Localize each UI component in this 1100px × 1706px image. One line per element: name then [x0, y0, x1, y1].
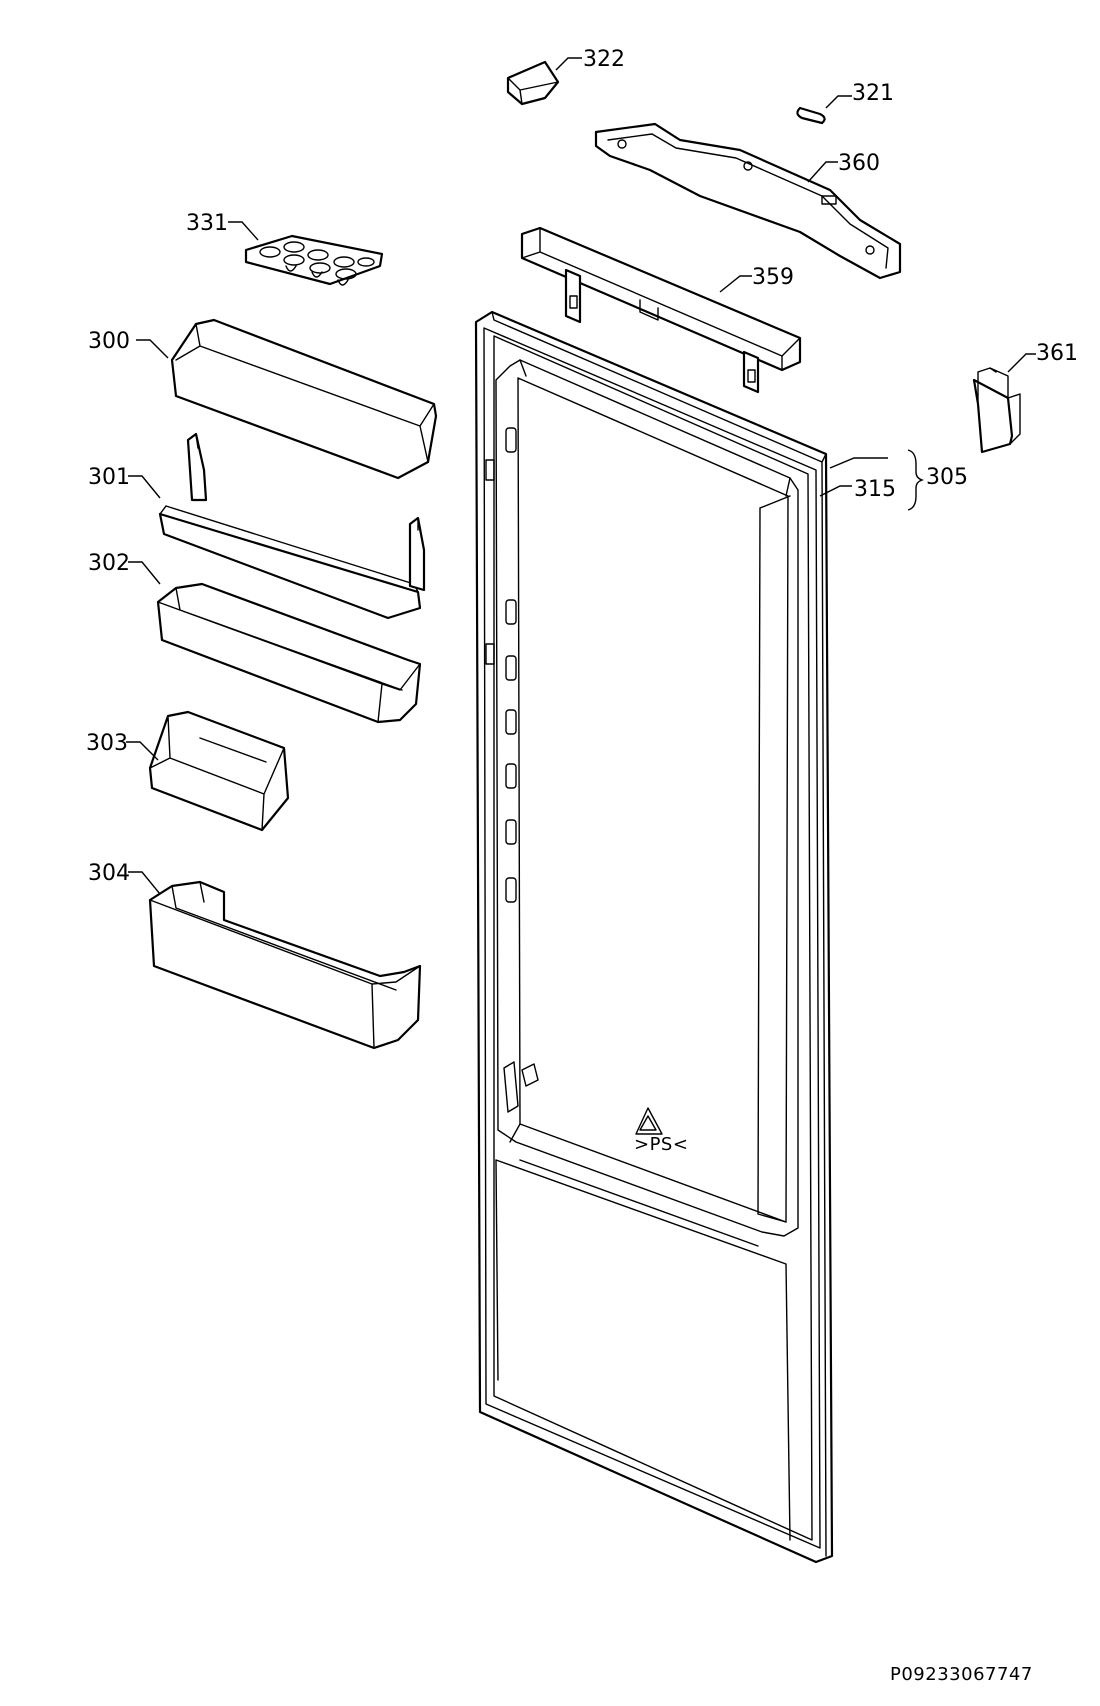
recycling-mark: >PS< — [634, 1134, 688, 1155]
leader-305-top — [829, 457, 888, 469]
leader-331 — [228, 221, 259, 241]
leader-300 — [136, 339, 169, 359]
leader-302 — [128, 561, 161, 585]
label-304: 304 — [88, 861, 130, 886]
part-301-door-shelf — [158, 432, 426, 620]
part-322-clip — [506, 60, 560, 106]
part-300-dairy-lid — [170, 318, 438, 480]
label-359: 359 — [752, 265, 794, 290]
part-305-door-assembly: >PS< — [474, 310, 834, 1564]
door-shelf-slots — [485, 427, 539, 1113]
part-331-egg-tray — [244, 234, 384, 286]
part-359-hinge-cover — [520, 226, 802, 394]
label-305: 305 — [926, 465, 968, 490]
leader-303 — [126, 741, 159, 761]
recycling-symbol: >PS< — [634, 1107, 688, 1155]
leader-361 — [1007, 353, 1036, 373]
label-321: 321 — [852, 81, 894, 106]
label-331: 331 — [186, 211, 228, 236]
leader-301 — [128, 475, 161, 499]
label-360: 360 — [838, 151, 880, 176]
leader-360 — [807, 161, 838, 183]
label-315: 315 — [854, 477, 896, 502]
part-360-hinge-bracket — [594, 122, 902, 280]
label-302: 302 — [88, 551, 130, 576]
leader-359 — [719, 275, 752, 293]
label-301: 301 — [88, 465, 130, 490]
part-303-small-box — [148, 710, 290, 832]
part-304-bottle-shelf — [148, 880, 422, 1050]
leader-304 — [128, 871, 161, 895]
part-321-pin — [796, 106, 826, 125]
leader-322 — [555, 57, 582, 71]
label-300: 300 — [88, 329, 130, 354]
label-361: 361 — [1036, 341, 1078, 366]
drawing-reference: P09233067747 — [890, 1664, 1033, 1685]
part-302-door-shelf — [156, 582, 422, 724]
brace-305 — [907, 449, 925, 511]
part-361-end-cap — [972, 367, 1021, 454]
leader-315 — [819, 485, 852, 497]
leader-321 — [825, 95, 852, 109]
label-322: 322 — [583, 47, 625, 72]
label-303: 303 — [86, 731, 128, 756]
